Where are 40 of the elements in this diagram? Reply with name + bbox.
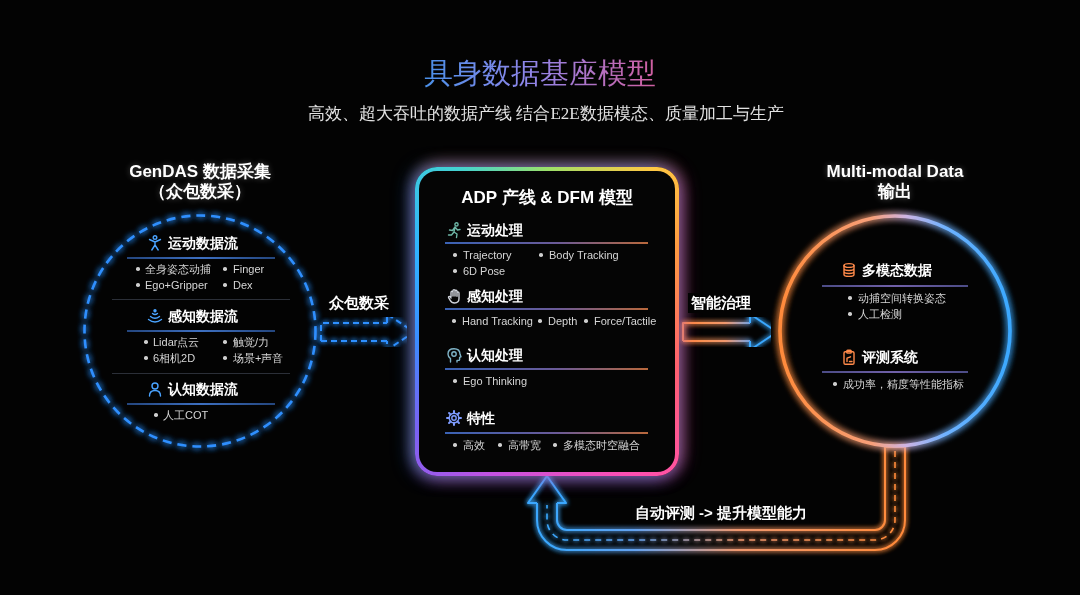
list-item: Ego Thinking [463,374,527,388]
edge-label: 智能治理 [688,293,754,313]
block-arrow [682,313,778,351]
list-item: 人工检测 [858,307,902,321]
list-item: Trajectory [463,248,512,262]
list-item: 高效 [463,438,485,452]
list-item: Ego+Gripper [145,278,208,292]
section-heading: 运动数据流 [168,234,238,252]
edge-label: 众包数采 [326,293,392,313]
list-item: Body Tracking [549,248,619,262]
section-heading: 特性 [467,409,495,427]
list-item: 动捕空间转换姿态 [858,291,946,305]
section-heading: 认知处理 [467,346,523,364]
section-heading: 多模态数据 [862,261,932,279]
list-item: Force/Tactile [594,314,657,328]
list-item: 6相机2D [153,351,196,365]
block-arrow [320,313,415,351]
section-heading: 评测系统 [862,348,918,366]
list-item: 场景+声音 [233,351,284,365]
list-item: 触觉/力 [233,335,270,349]
list-item: Dex [233,278,253,292]
list-item: Finger [233,262,265,276]
heading: Multi-modal Data 输出 [826,162,964,202]
list-item: 成功率，精度等性能指标 [843,377,964,391]
section-heading: 感知处理 [467,287,523,305]
heading: GenDAS 数据采集（众包数采） [128,162,272,202]
list-item: 人工COT [163,408,209,422]
list-item: 高带宽 [508,438,541,452]
list-item: 6D Pose [463,264,506,278]
road-arrow [527,446,906,551]
list-item: Lidar点云 [153,335,200,349]
section-heading: 感知数据流 [168,307,238,325]
subtitle: 高效、超大吞吐的数据产线 结合E2E数据模态、质量加工与生产 [308,103,784,125]
list-item: Depth [548,314,578,328]
section-heading: 认知数据流 [168,380,238,398]
list-item: 全身姿态动捕 [145,262,211,276]
section-heading: 运动处理 [467,221,523,239]
list-item: 多模态时空融合 [563,438,640,452]
list-item: Hand Tracking [462,314,533,328]
heading: ADP 产线 & DFM 模型 [461,187,633,209]
